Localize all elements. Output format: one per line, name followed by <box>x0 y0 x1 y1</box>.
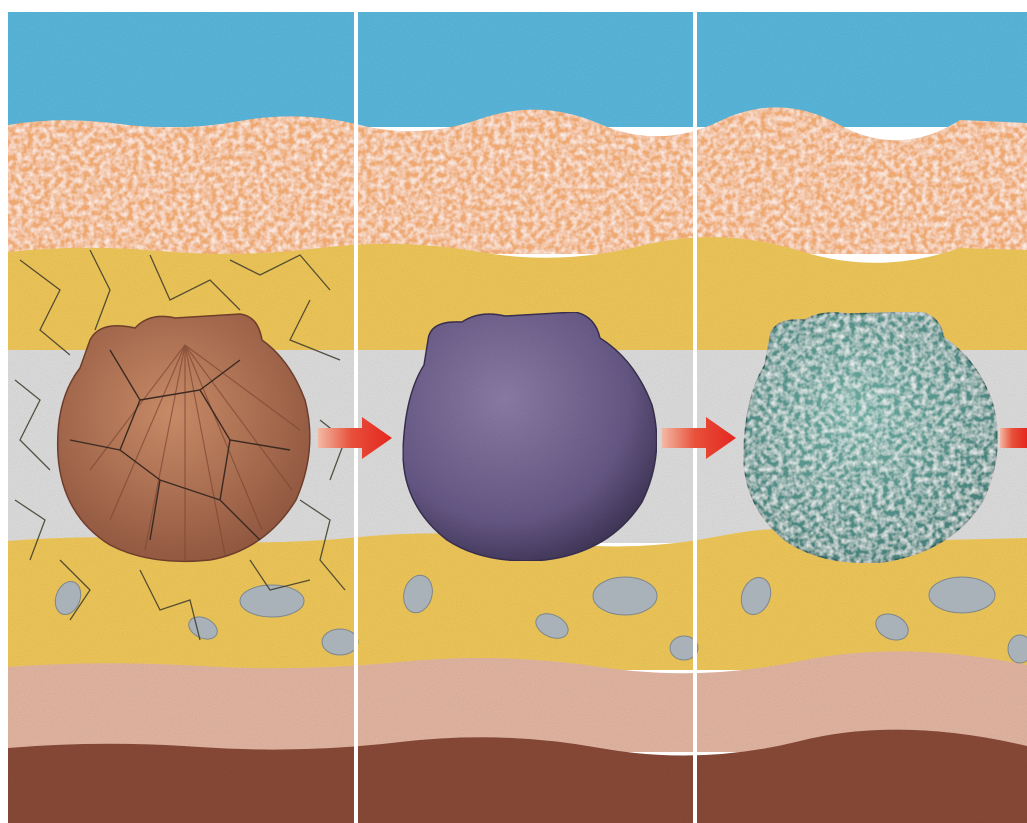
left-border <box>0 0 8 823</box>
pebble <box>322 629 358 655</box>
orange-gravel-layer <box>8 107 1027 254</box>
divider-1 <box>354 12 358 823</box>
divider-2 <box>693 12 697 823</box>
panel-cast <box>744 312 997 563</box>
arrow-right-icon <box>1000 428 1027 448</box>
pebble <box>1008 635 1027 663</box>
pebble <box>593 577 657 615</box>
top-border <box>0 0 1027 12</box>
cast-fossil <box>744 312 997 563</box>
pebble <box>929 577 995 613</box>
water-layer <box>8 12 1027 127</box>
